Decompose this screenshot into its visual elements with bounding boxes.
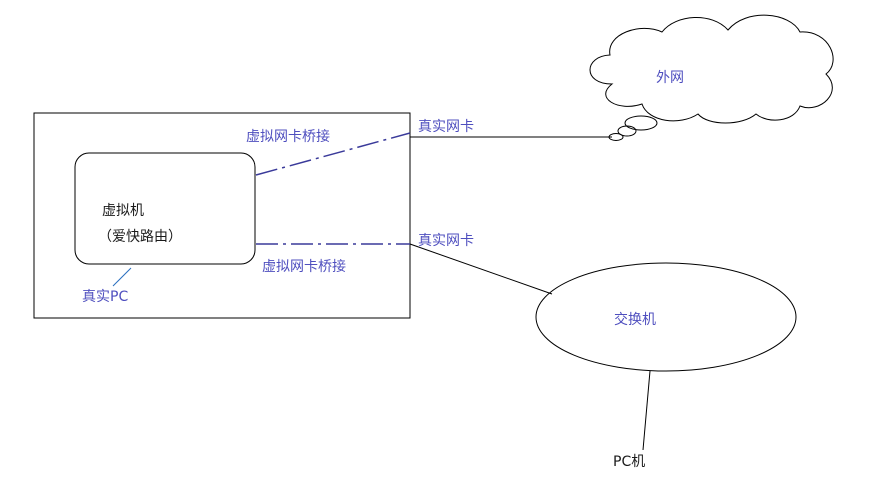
cloud-bubble-large [624,115,658,131]
vm-box [74,152,256,265]
cloud-bubble-small [608,133,624,141]
switch-to-pc-line [642,370,651,451]
nic-top-label: 真实网卡 [418,119,474,135]
bridge-top-label: 虚拟网卡桥接 [246,128,330,145]
switch-ellipse [535,262,797,372]
cloud-shape [589,14,834,141]
pc-label: PC机 [613,454,645,470]
bridge-bottom-label: 虚拟网卡桥接 [262,258,346,275]
host-pc-box [33,112,411,319]
cloud-label: 外网 [656,70,684,86]
vm-name-label: 虚拟机 [102,203,144,219]
vm-subtitle-label: （爱快路由） [98,229,182,245]
cloud-bubble-medium [617,125,637,137]
host-pc-label: 真实PC [82,289,128,305]
bridge-top-line [255,132,411,176]
host-pointer-line [112,267,132,287]
nic-to-switch-line [409,243,553,295]
switch-label: 交换机 [614,311,656,328]
nic-bottom-label: 真实网卡 [418,233,474,249]
